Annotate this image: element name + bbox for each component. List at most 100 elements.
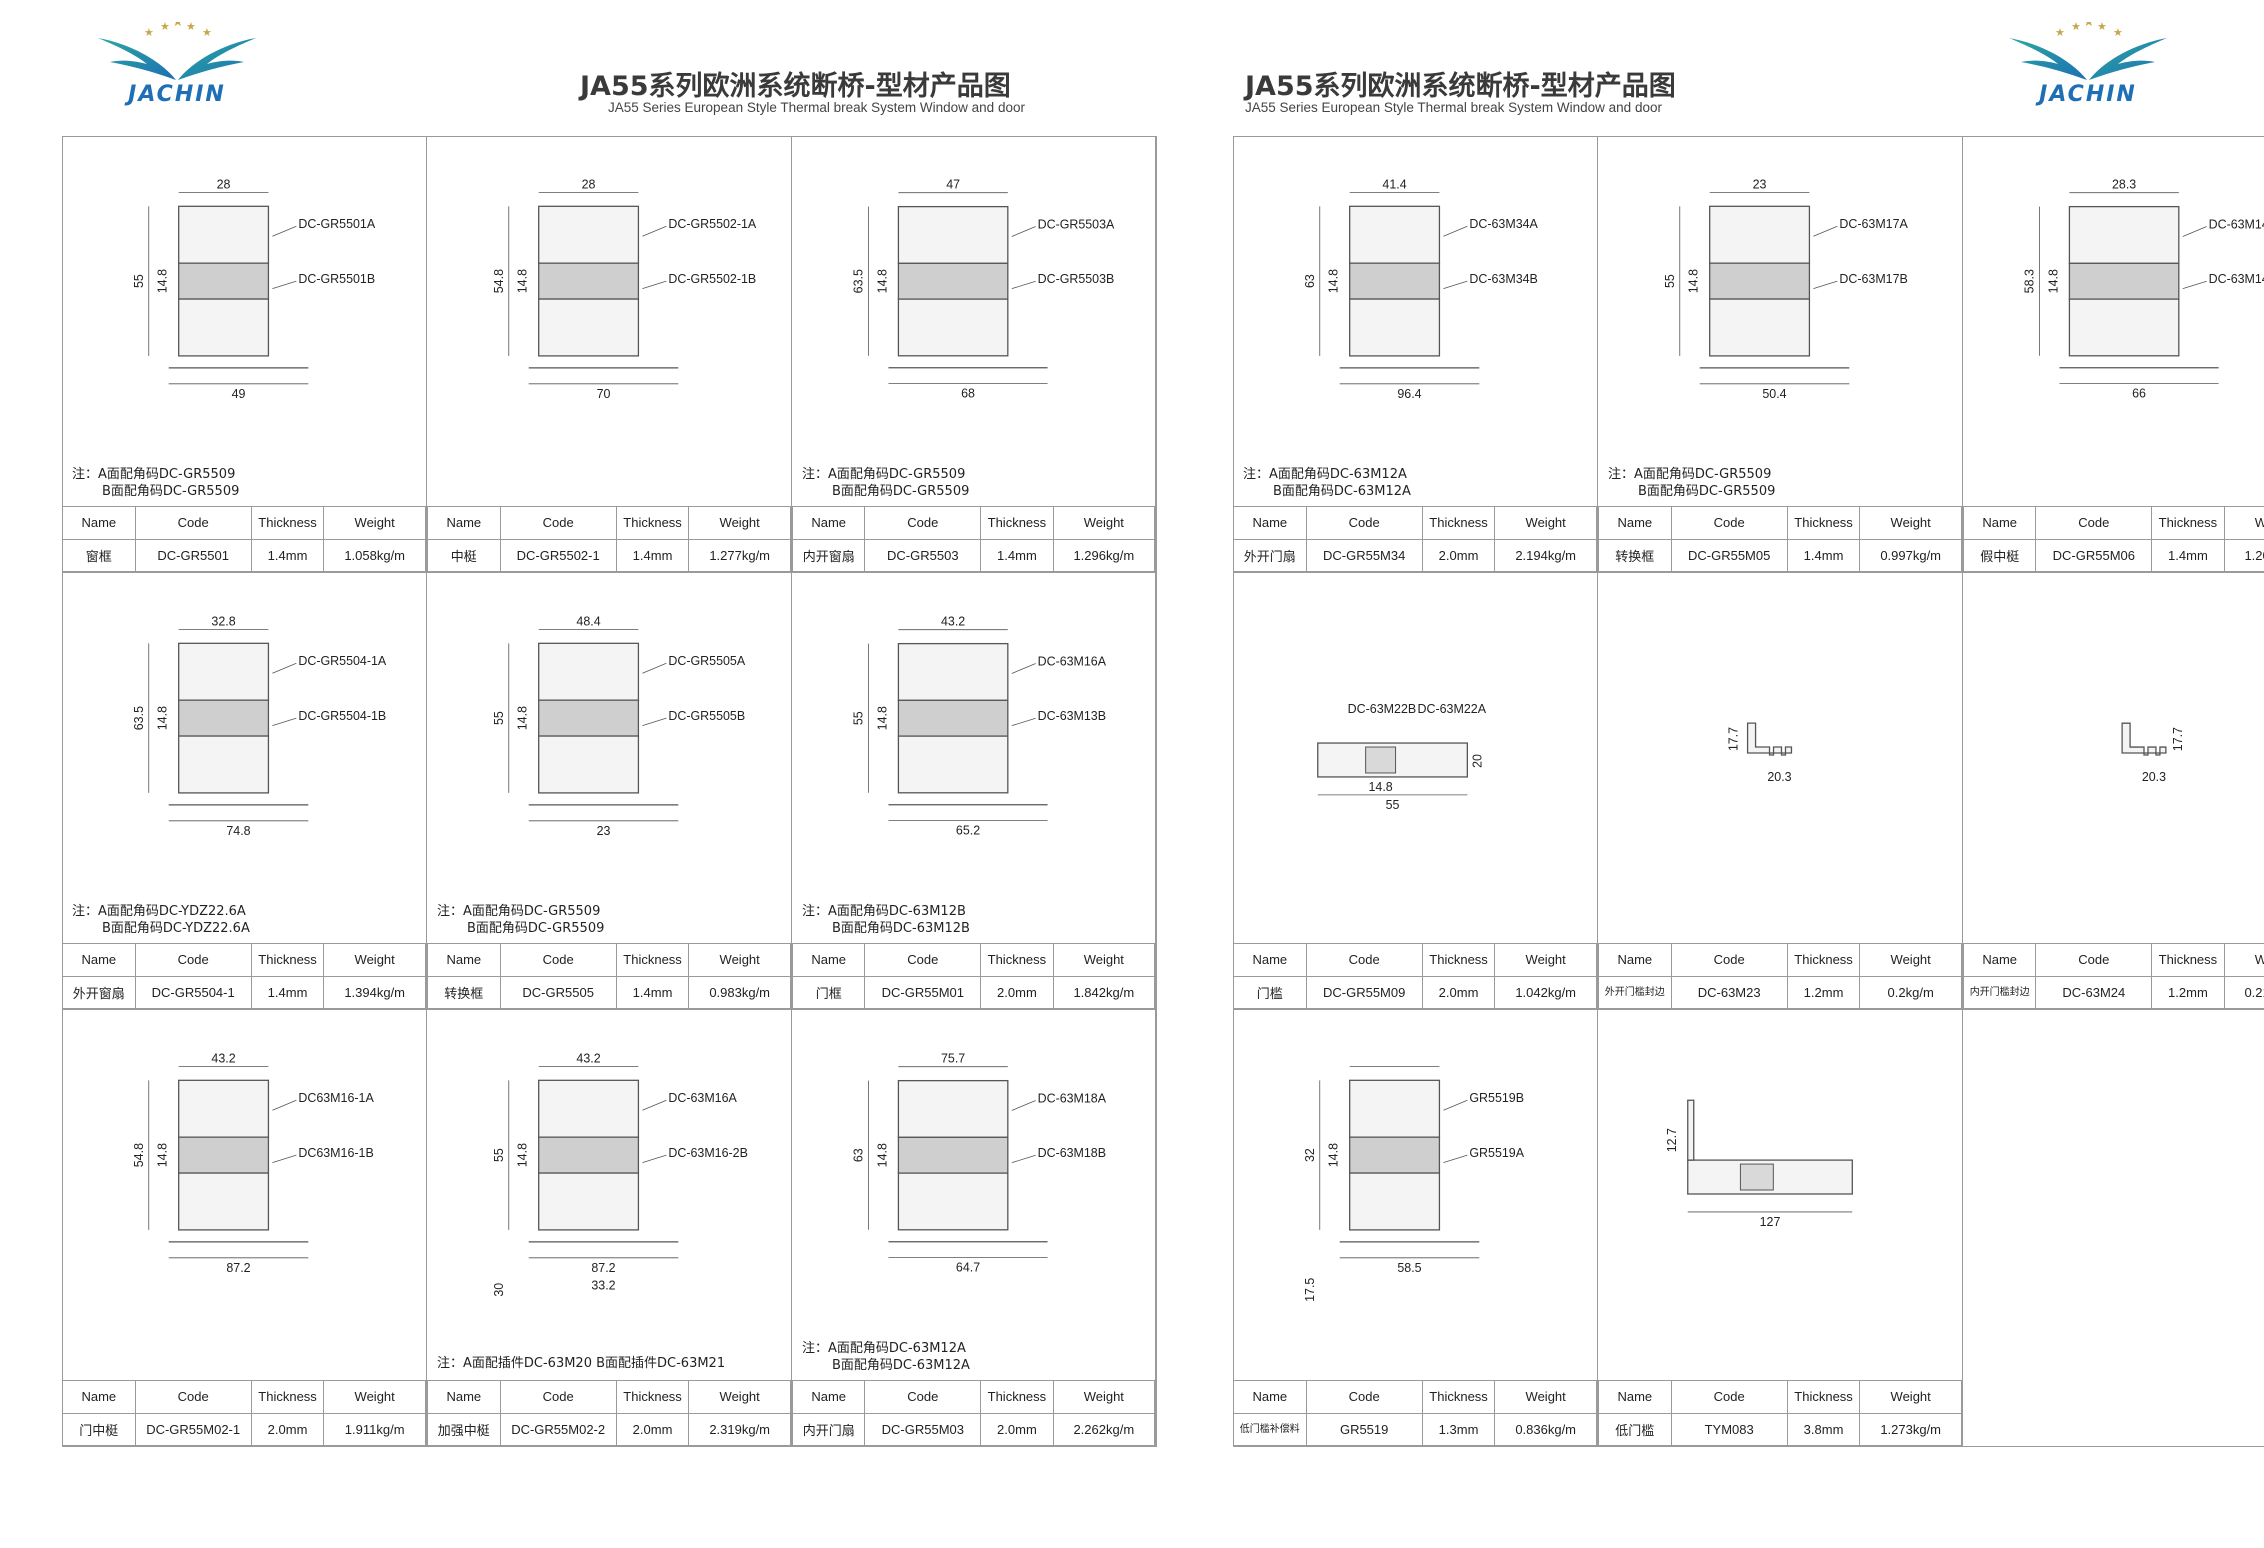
spec-header-weight: Weight (1052, 506, 1156, 540)
spec-header-name: Name (1598, 943, 1672, 977)
note-line-b: B面配角码DC-63M12A (832, 1358, 970, 1373)
wings-emblem-icon: ★ ★ ★ ★ ★ (2009, 22, 2167, 80)
spec-code: DC-GR5502-1 (499, 538, 617, 572)
note-line-b: B面配角码DC-63M12B (832, 921, 970, 936)
left-subtitle: JA55 Series European Style Thermal break… (608, 100, 1025, 115)
spec-thickness: 2.0mm (615, 1412, 690, 1446)
spec-header-weight: Weight (688, 506, 791, 540)
svg-text:★: ★ (2113, 27, 2123, 39)
spec-header-thickness: Thickness (1786, 943, 1861, 977)
part-label-b: DC-63M22A (1417, 702, 1486, 716)
dim-height: 63 (1303, 274, 1317, 288)
dim-height: 54.8 (132, 1143, 146, 1167)
dim-height: 55 (1663, 274, 1677, 288)
spec-thickness: 1.4mm (2151, 538, 2225, 572)
spec-name: 门框 (791, 975, 866, 1009)
left-title: JA55系列欧洲系统断桥-型材产品图 (580, 71, 1011, 102)
dim-width: 50.4 (1762, 387, 1786, 401)
dim-height-2: 17.5 (1303, 1278, 1317, 1302)
profile-outer-chamber (538, 1079, 640, 1138)
thermal-break-strip (1349, 1136, 1441, 1174)
profile-inner-chamber (538, 735, 640, 794)
svg-text:★: ★ (202, 27, 212, 39)
profile-outer-chamber (897, 1079, 1009, 1138)
part-label-b: DC-63M17B (1839, 272, 1908, 286)
thermal-break-strip (538, 699, 640, 737)
spec-weight: 0.997kg/m (1859, 538, 1962, 572)
dim-top: 43.2 (211, 1051, 235, 1065)
spec-header-name: Name (62, 1380, 136, 1414)
spec-header-weight: Weight (1052, 1380, 1156, 1414)
part-label-a: DC-GR5502-1A (668, 217, 757, 231)
svg-text:★: ★ (160, 22, 170, 33)
dim-width: 20.3 (2142, 770, 2166, 784)
spec-name: 转换框 (1598, 538, 1672, 572)
spec-weight: 1.394kg/m (323, 975, 426, 1009)
spec-weight: 0.219kg/m (2223, 975, 2264, 1009)
spec-code: DC-GR55M03 (864, 1412, 982, 1446)
spec-weight: 1.042kg/m (1494, 975, 1597, 1009)
corner-connector-note: 注：A面配插件DC-63M20 B面配插件DC-63M21 (437, 1355, 725, 1372)
part-label-b: DC-GR5501B (298, 272, 375, 286)
svg-text:★: ★ (2083, 22, 2095, 29)
right-title: JA55系列欧洲系统断桥-型材产品图 (1245, 71, 1676, 102)
dim-strip: 14.8 (156, 1143, 170, 1167)
svg-text:★: ★ (144, 27, 154, 39)
part-label-b: DC-GR5504-1B (298, 709, 386, 723)
spec-header-thickness: Thickness (250, 1380, 325, 1414)
spec-name: 低门槛补偿料 (1233, 1412, 1307, 1446)
spec-weight: 1.209kg/m (2223, 538, 2264, 572)
dim-height: 63 (852, 1148, 866, 1162)
spec-thickness: 1.4mm (980, 538, 1054, 572)
spec-thickness: 2.0mm (980, 1412, 1054, 1446)
spec-table: NameCodeThicknessWeight假中梃DC-GR55M061.4m… (1962, 506, 2264, 572)
part-label-b: DC-GR5503B (1038, 272, 1115, 286)
spec-name: 内开窗扇 (791, 538, 866, 572)
profile-cell: 28.358.314.866DC-63M14ADC-63M14BNameCode… (1962, 136, 2264, 573)
spec-header-thickness: Thickness (2151, 506, 2225, 540)
spec-weight: 1.273kg/m (1859, 1412, 1962, 1446)
note-line-a: 注：A面配角码DC-GR5509 (72, 467, 236, 482)
spec-thickness: 1.2mm (2151, 975, 2225, 1009)
spec-code: DC-GR55M02-1 (134, 1412, 252, 1446)
spec-header-code: Code (1305, 1380, 1423, 1414)
dim-width: 23 (597, 824, 611, 838)
dim-width: 70 (597, 387, 611, 401)
spec-header-name: Name (791, 1380, 866, 1414)
profile-inner-chamber (897, 1172, 1009, 1231)
part-label-b: DC-63M34B (1469, 272, 1538, 286)
spec-name: 门中梃 (62, 1412, 136, 1446)
spec-thickness: 3.8mm (1786, 1412, 1861, 1446)
spec-weight: 1.277kg/m (688, 538, 791, 572)
spec-header-weight: Weight (1494, 943, 1597, 977)
spec-header-thickness: Thickness (1786, 1380, 1861, 1414)
spec-header-code: Code (134, 1380, 252, 1414)
dim-width: 66 (2132, 387, 2146, 401)
dim-strip: 14.8 (156, 706, 170, 730)
profile-outer-chamber (538, 642, 640, 701)
spec-header-name: Name (62, 943, 136, 977)
spec-weight: 2.262kg/m (1052, 1412, 1156, 1446)
spec-header-weight: Weight (1494, 506, 1597, 540)
spec-name: 外开门槛封边 (1598, 975, 1672, 1009)
spec-header-code: Code (1670, 1380, 1788, 1414)
spec-weight: 0.983kg/m (688, 975, 791, 1009)
